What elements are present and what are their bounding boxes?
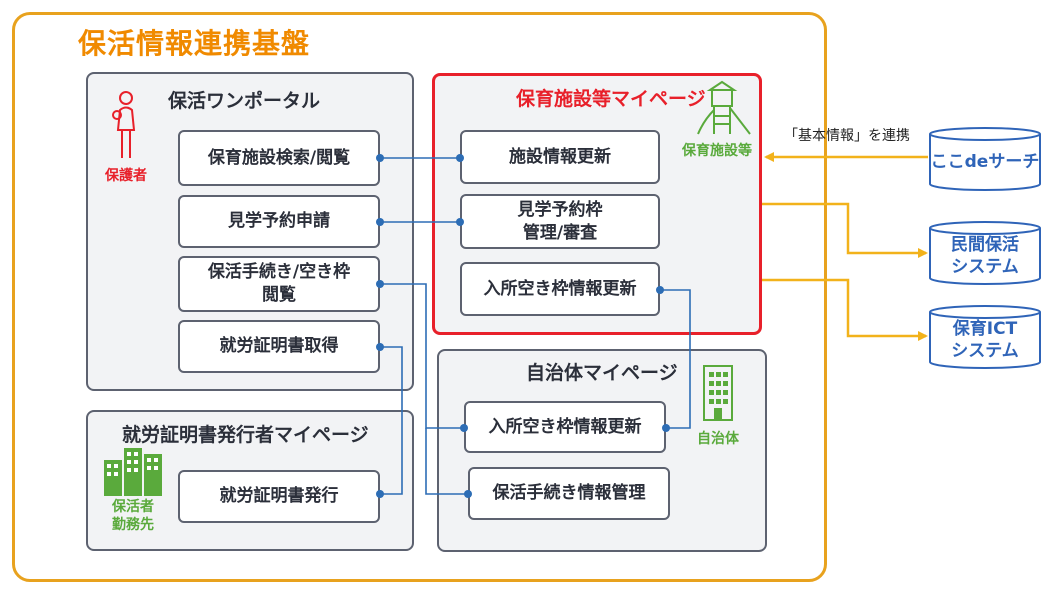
connector-dot	[460, 424, 468, 432]
arrow-to-private-system	[762, 202, 928, 258]
facility-title: 保育施設等マイページ	[516, 88, 706, 110]
connector-dot	[456, 154, 464, 162]
childcare-ict-system: 保育ICT システム	[951, 318, 1019, 361]
database-cylinder-icon	[929, 221, 1041, 285]
connector-procedure-to-municipality	[425, 428, 468, 495]
link-label: 「基本情報」を連携	[784, 128, 910, 144]
employment-cert-get-button[interactable]: 就労証明書取得	[178, 320, 380, 373]
city-hall-icon	[703, 365, 733, 421]
connector-dot	[376, 280, 384, 288]
tour-request-button[interactable]: 見学予約申請	[178, 195, 380, 248]
playground-icon	[697, 80, 751, 135]
connector-dot	[456, 218, 464, 226]
blue-connectors	[380, 157, 691, 495]
private-hokatsu-system: 民間保活 システム	[951, 234, 1019, 277]
connector-dot	[662, 424, 670, 432]
connector-dot	[464, 490, 472, 498]
yellow-connectors	[762, 152, 928, 341]
municipality-label: 自治体	[697, 431, 739, 447]
connector-dot	[376, 343, 384, 351]
database-cylinder-icon	[929, 305, 1041, 369]
facility-label: 保育施設等	[682, 143, 752, 159]
connector-facility-vacancy-to-municipality	[660, 289, 691, 429]
procedure-vacancy-button[interactable]: 保活手続き/空き枠 閲覧	[178, 256, 380, 312]
database-cylinder-icon	[929, 127, 1041, 191]
parent-icon	[112, 91, 136, 158]
employer-label: 保活者 勤務先	[112, 499, 154, 534]
parent-label: 保護者	[105, 168, 147, 184]
facility-search-button[interactable]: 保育施設検索/閲覧	[178, 130, 380, 186]
connector-vacancy-to-municipality	[380, 283, 464, 429]
page-title: 保活情報連携基盤	[78, 27, 311, 60]
blue-connector-dots	[376, 154, 670, 498]
tour-slot-manage-button[interactable]: 見学予約枠 管理/審査	[460, 194, 660, 249]
connector-cert-to-procedure	[380, 346, 403, 495]
municipality-vacancy-update-button[interactable]: 入所空き枠情報更新	[464, 401, 666, 453]
office-building-icon	[104, 448, 162, 496]
facility-info-update-button[interactable]: 施設情報更新	[460, 130, 660, 184]
connector-dot	[376, 218, 384, 226]
connector-dot	[376, 490, 384, 498]
facility-vacancy-update-button[interactable]: 入所空き枠情報更新	[460, 262, 660, 316]
portal-title: 保活ワンポータル	[168, 90, 321, 112]
connector-dot	[376, 154, 384, 162]
procedure-info-manage-button[interactable]: 保活手続き情報管理	[468, 467, 670, 520]
arrow-to-ict-system	[762, 278, 928, 341]
employment-cert-issue-button[interactable]: 就労証明書発行	[178, 470, 380, 523]
kokode-search-system: ここdeサーチ	[930, 151, 1040, 172]
municipality-title: 自治体マイページ	[526, 362, 678, 384]
connector-dot	[656, 286, 664, 294]
employer-title: 就労証明書発行者マイページ	[122, 424, 369, 446]
